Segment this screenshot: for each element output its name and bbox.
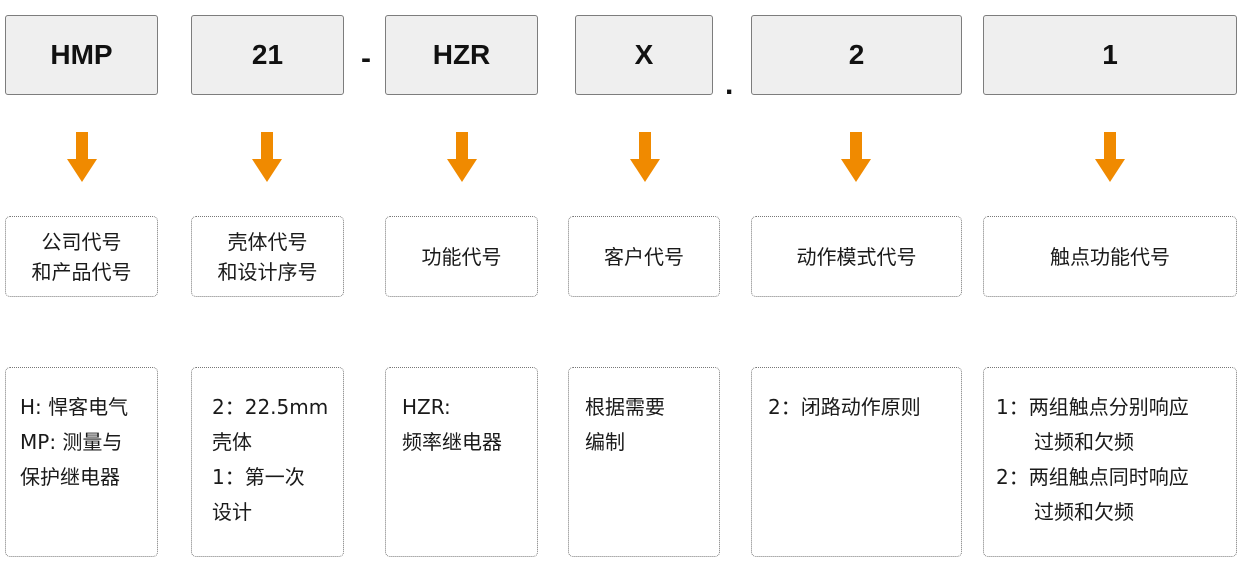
code-box-action-mode: 2	[751, 15, 962, 95]
desc-box-contact-function: 1：两组触点分别响应 过频和欠频 2：两组触点同时响应 过频和欠频	[983, 367, 1237, 557]
code-text: HZR	[432, 39, 491, 70]
desc-box-function: HZR: 频率继电器	[385, 367, 538, 557]
desc-line: 过频和欠频	[1034, 430, 1134, 454]
desc-line: 2：两组触点同时响应	[996, 465, 1189, 489]
label-box-contact-function: 触点功能代号	[983, 216, 1237, 297]
desc-line: 过频和欠频	[1034, 500, 1134, 524]
code-text: 21	[251, 39, 284, 70]
desc-line: 1：两组触点分别响应	[996, 395, 1189, 419]
code-box-customer: X	[575, 15, 713, 95]
label-box-function: 功能代号	[385, 216, 538, 297]
desc-line: 2：22.5mm	[212, 395, 329, 419]
desc-line: 保护继电器	[20, 465, 120, 489]
label-line: 触点功能代号	[1050, 244, 1170, 269]
desc-box-company: H: 悍客电气 MP: 测量与 保护继电器	[5, 367, 158, 557]
down-arrow-icon	[1095, 132, 1125, 182]
desc-line: 根据需要	[585, 395, 665, 419]
code-box-housing: 21	[191, 15, 344, 95]
down-arrow-icon	[67, 132, 97, 182]
dot-separator: .	[725, 68, 734, 101]
desc-line: MP: 测量与	[20, 430, 123, 454]
code-text: 1	[1102, 39, 1118, 70]
desc-line: 1：第一次	[212, 465, 305, 489]
desc-line: 编制	[585, 430, 625, 454]
label-box-company: 公司代号 和产品代号	[5, 216, 158, 297]
label-line: 和设计序号	[217, 259, 318, 284]
label-line: 功能代号	[421, 244, 502, 269]
desc-box-housing: 2：22.5mm 壳体 1：第一次 设计	[191, 367, 344, 557]
desc-line: 频率继电器	[402, 430, 502, 454]
label-line: 和产品代号	[31, 259, 132, 284]
desc-line: H: 悍客电气	[20, 395, 129, 419]
label-box-housing: 壳体代号 和设计序号	[191, 216, 344, 297]
down-arrow-icon	[447, 132, 477, 182]
code-box-company: HMP	[5, 15, 158, 95]
down-arrow-icon	[252, 132, 282, 182]
desc-box-customer: 根据需要 编制	[568, 367, 720, 557]
down-arrow-icon	[630, 132, 660, 182]
desc-line: HZR:	[402, 395, 451, 419]
label-box-action-mode: 动作模式代号	[751, 216, 962, 297]
code-text: HMP	[50, 39, 113, 70]
dash-separator: -	[361, 42, 371, 75]
desc-line: 2：闭路动作原则	[768, 395, 921, 419]
desc-line: 设计	[212, 500, 252, 524]
label-box-customer: 客户代号	[568, 216, 720, 297]
desc-box-action-mode: 2：闭路动作原则	[751, 367, 962, 557]
down-arrow-icon	[841, 132, 871, 182]
label-line: 壳体代号	[227, 229, 308, 254]
desc-line: 壳体	[212, 430, 252, 454]
code-text: 2	[848, 39, 865, 70]
code-box-contact-function: 1	[983, 15, 1237, 95]
label-line: 客户代号	[604, 244, 684, 269]
label-line: 公司代号	[41, 229, 122, 254]
label-line: 动作模式代号	[796, 244, 917, 269]
code-text: X	[634, 39, 654, 70]
code-box-function: HZR	[385, 15, 538, 95]
